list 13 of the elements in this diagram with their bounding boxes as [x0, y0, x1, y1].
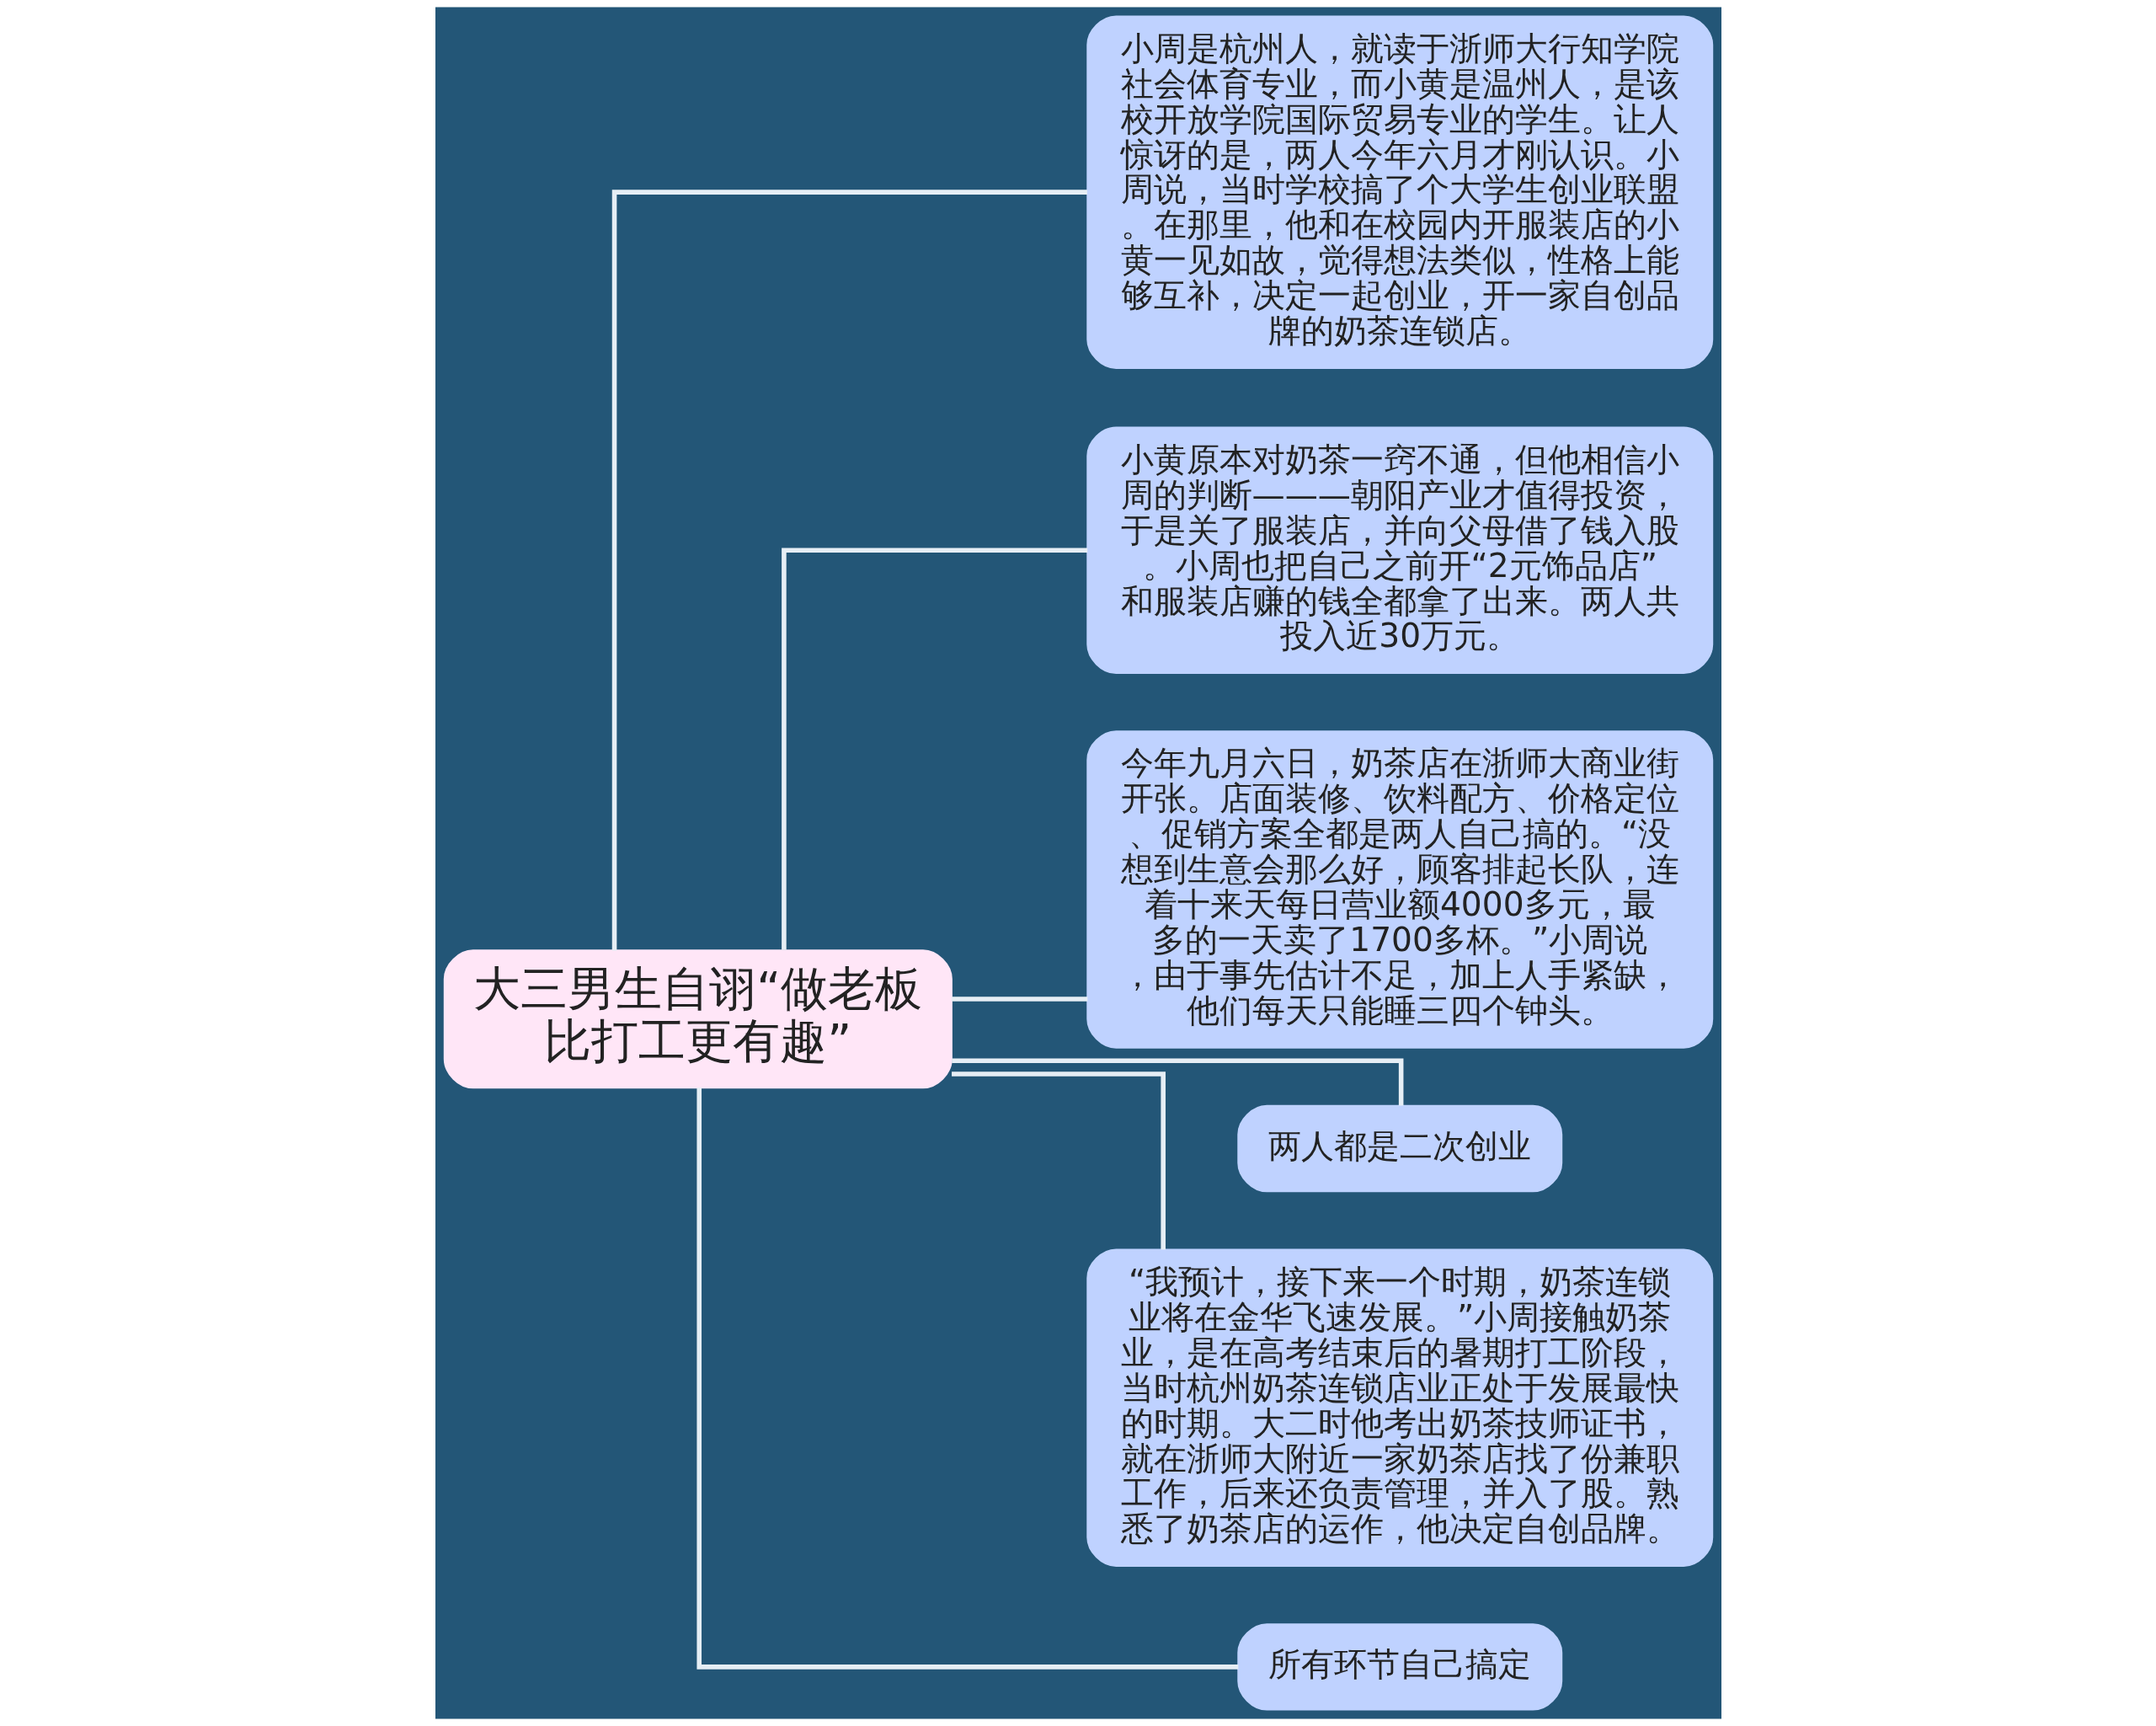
connector	[611, 190, 1087, 951]
node-box: 所有环节自己搞定	[1236, 1623, 1562, 1711]
connector	[696, 1087, 1238, 1670]
node-box: 大三男生自诩“做老板比打工更有趣”	[443, 949, 953, 1089]
connector	[951, 1058, 1403, 1106]
connector	[781, 548, 1087, 950]
connector	[951, 1071, 1166, 1250]
node-box: “我预计，接下来一个时期，奶茶连锁业将在金华飞速发展。”小周接触奶茶业，是在高考结束后的暑期打工阶段，当时杭州奶茶连锁店业正处于发展最快的时期。大二时他考出奶茶技师证书，就在浙师大附近一家奶茶店找了份兼职工作，后来还负责管理，并入了股。熟悉了奶茶店的运作，他决定自创品牌。	[1086, 1248, 1713, 1567]
connector	[951, 997, 1087, 1002]
node-box: 两人都是二次创业	[1236, 1104, 1562, 1193]
node-box: 今年九月六日，奶茶店在浙师大商业街开张。店面装修、饮料配方、价格定位、促销方案全都是两人自己搞的。“没想到生意会那么好，顾客排起长队，连着十来天每日营业额4000多元，最多的一天卖了1700多杯。”小周说，由于事先估计不足，加上人手紧缺，他们每天只能睡三四个钟头。	[1086, 730, 1713, 1049]
node-box: 小周是杭州人，就读于浙师大行知学院社会体育专业，而小黄是温州人，是该校开放学院国际贸易专业的学生。让人惊讶的是，两人今年六月才刚认识。小周说，当时学校搞了个大学生创业联盟。在那里，他和在校园内开服装店的小黄一见如故，觉得想法类似，性格上能够互补，决定一起创业，开一家自创品牌的奶茶连锁店。	[1086, 15, 1713, 369]
node-box: 小黄原本对奶茶一窍不通，但他相信小周的判断———朝阳产业才值得投资，于是关了服装店，并向父母借了钱入股。小周也把自己之前开“2元饰品店”和服装店赚的钱全都拿了出来。两人共投入近30万元。	[1086, 426, 1713, 675]
